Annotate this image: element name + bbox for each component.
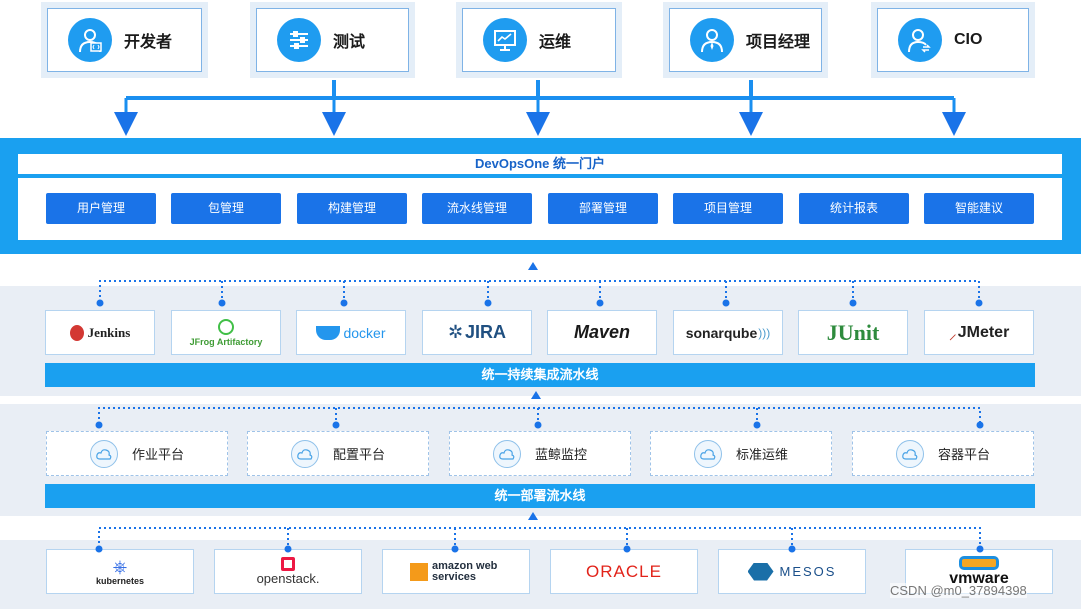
role-tester: 测试 <box>250 2 415 78</box>
role-label: 运维 <box>539 34 572 51</box>
platform-job: 作业平台 <box>46 431 228 476</box>
devops-portal: DevOpsOne 统一门户 用户管理 包管理 构建管理 流水线管理 部署管理 … <box>0 138 1081 254</box>
infra-label: vmware <box>949 569 1009 587</box>
role-cio: CIO <box>871 2 1035 78</box>
tool-label: docker <box>343 324 386 341</box>
tool-docker: docker <box>296 310 406 355</box>
infra-label: amazon web services <box>432 559 498 583</box>
infra-label: openstack. <box>256 571 320 586</box>
portal-menu: 用户管理 包管理 构建管理 流水线管理 部署管理 项目管理 统计报表 智能建议 <box>18 178 1062 240</box>
ci-pipeline-band: 统一持续集成流水线 <box>45 363 1035 387</box>
portal-button-statistics-report[interactable]: 统计报表 <box>799 193 909 224</box>
portal-button-deploy-management[interactable]: 部署管理 <box>548 193 658 224</box>
platform-label: 蓝鲸监控 <box>534 447 587 462</box>
platform-label: 配置平台 <box>332 447 385 462</box>
portal-button-user-management[interactable]: 用户管理 <box>46 193 156 224</box>
tool-label: JUnit <box>826 319 880 345</box>
infra-openstack: openstack. <box>214 549 362 594</box>
jira-logo-icon: ✲ <box>447 322 464 342</box>
docker-whale-icon <box>316 325 341 340</box>
cio-icon <box>898 18 942 62</box>
mesos-logo-icon <box>747 562 774 581</box>
aws-boxes-icon <box>410 562 428 581</box>
sonar-wave-icon: ))) <box>758 325 771 340</box>
infra-kubernetes: ⎈ kubernetes <box>46 549 194 594</box>
platform-label: 作业平台 <box>131 447 184 462</box>
infra-mesos: MESOS <box>718 549 866 594</box>
infra-label: kubernetes <box>95 575 145 586</box>
portal-button-smart-suggestion[interactable]: 智能建议 <box>924 193 1034 224</box>
role-label: CIO <box>954 31 983 48</box>
tool-maven: Maven <box>547 310 657 355</box>
platform-standard-ops: 标准运维 <box>650 431 832 476</box>
jenkins-logo-icon <box>69 324 84 341</box>
role-developer: 开发者 <box>41 2 208 78</box>
developer-icon <box>68 18 112 62</box>
tool-junit: JUnit <box>798 310 908 355</box>
platform-config: 配置平台 <box>247 431 429 476</box>
role-label: 项目经理 <box>746 34 811 51</box>
platform-monitor: 蓝鲸监控 <box>449 431 631 476</box>
role-label: 开发者 <box>124 34 173 51</box>
role-label: 测试 <box>333 34 366 51</box>
tool-jmeter: ⸝ JMeter <box>924 310 1034 355</box>
platform-label: 标准运维 <box>735 447 788 462</box>
tool-jenkins: Jenkins <box>45 310 155 355</box>
tool-sonarqube: sonarqube ))) <box>673 310 783 355</box>
cloud-icon <box>89 439 118 468</box>
cloud-icon <box>895 439 924 468</box>
watermark: CSDN @m0_37894398 <box>890 583 1027 598</box>
tool-label: JMeter <box>957 323 1010 341</box>
portal-button-pipeline-management[interactable]: 流水线管理 <box>422 193 532 224</box>
tool-label: JIRA <box>465 322 507 342</box>
portal-button-project-management[interactable]: 项目管理 <box>673 193 783 224</box>
cloud-icon <box>693 439 722 468</box>
portal-button-build-management[interactable]: 构建管理 <box>297 193 407 224</box>
tool-label: sonarqube <box>685 324 758 341</box>
tool-jfrog-artifactory: JFrog Artifactory <box>171 310 281 355</box>
ops-monitor-icon <box>483 18 527 62</box>
infra-label: MESOS <box>779 564 837 579</box>
tool-jira: ✲ JIRA <box>422 310 532 355</box>
infra-aws: amazon web services <box>382 549 530 594</box>
portal-title: DevOpsOne 统一门户 <box>18 154 1062 174</box>
jmeter-feather-icon: ⸝ <box>948 325 957 343</box>
role-ops: 运维 <box>456 2 622 78</box>
kubernetes-helm-icon: ⎈ <box>112 556 128 577</box>
manager-icon <box>690 18 734 62</box>
tool-label: Maven <box>573 322 631 342</box>
tool-label: JFrog Artifactory <box>189 336 263 347</box>
openstack-logo-icon <box>281 557 295 571</box>
cd-pipeline-band: 统一部署流水线 <box>45 484 1035 508</box>
tool-label: Jenkins <box>87 324 131 340</box>
role-project-manager: 项目经理 <box>663 2 828 78</box>
infra-oracle: ORACLE <box>550 549 698 594</box>
infra-label: ORACLE <box>586 561 662 581</box>
vmware-logo-icon <box>959 555 999 570</box>
platform-label: 容器平台 <box>937 447 990 462</box>
cloud-icon <box>492 439 521 468</box>
jfrog-logo-icon <box>218 318 234 335</box>
test-sliders-icon <box>277 18 321 62</box>
cloud-icon <box>290 439 319 468</box>
portal-button-package-management[interactable]: 包管理 <box>171 193 281 224</box>
platform-container: 容器平台 <box>852 431 1034 476</box>
